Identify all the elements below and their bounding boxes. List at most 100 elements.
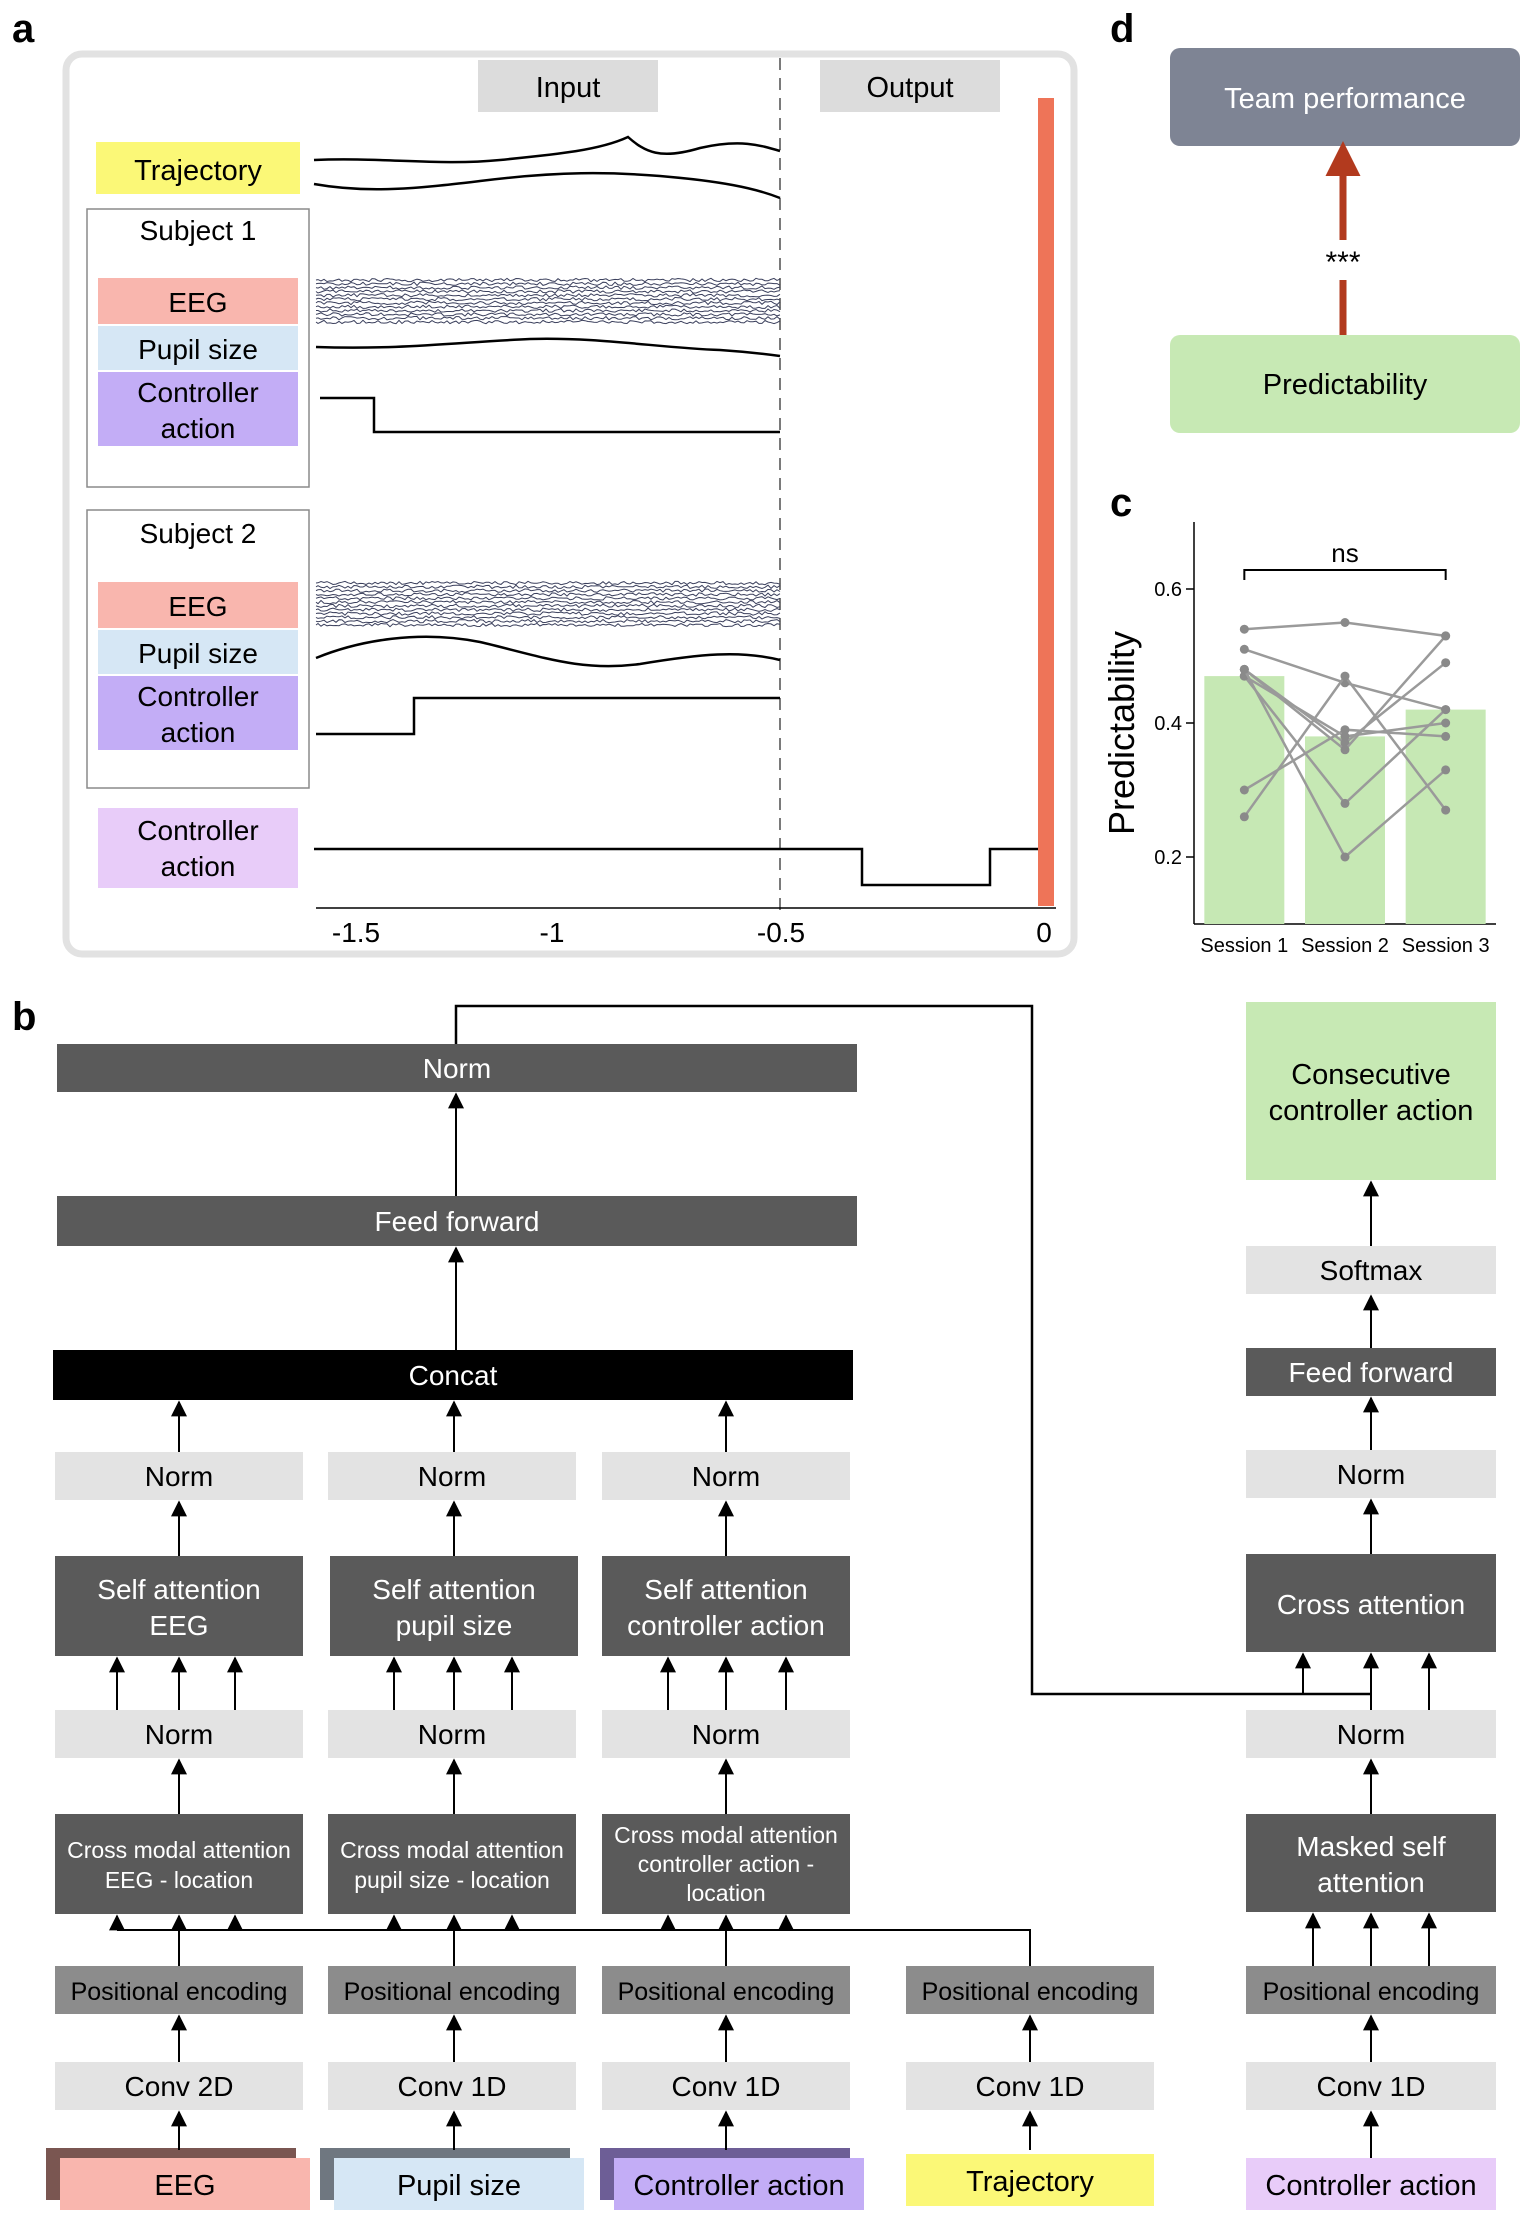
- encoder-column-pupil: Norm Self attention pupil size Norm Cros…: [320, 1452, 584, 2210]
- subject-2-pupil-signal: [315, 635, 781, 668]
- significance-label: ns: [1331, 538, 1358, 568]
- subject-point: [1239, 785, 1249, 795]
- eeg-positional-box: [55, 1966, 303, 2014]
- significance-bracket: [1243, 569, 1447, 580]
- subject-point: [1340, 671, 1350, 681]
- subject-point: [1441, 805, 1451, 815]
- pupil-input-box: [334, 2158, 584, 2210]
- decoder-norm-mid: Norm: [1337, 1719, 1405, 1750]
- panel-d: d Team performance Predictability ***: [1110, 7, 1520, 433]
- input-header-box: [478, 60, 658, 112]
- pupil-conv: Conv 1D: [398, 2071, 507, 2102]
- x-tick-label: Session 3: [1402, 935, 1490, 957]
- significance-stars: ***: [1325, 246, 1360, 279]
- eeg-channel-trace: [315, 292, 781, 298]
- trajectory-input: Trajectory: [966, 2166, 1094, 2198]
- eeg-channel-trace: [315, 289, 781, 294]
- concat-box: [53, 1350, 853, 1400]
- eeg-norm-top: Norm: [145, 1461, 213, 1492]
- subject-2-title: Subject 2: [140, 518, 257, 549]
- eeg-channel-trace: [315, 300, 781, 306]
- eeg-input-box: [60, 2158, 310, 2210]
- subject-2-controller-label-2: action: [161, 717, 236, 748]
- decoder-conv-box: [1246, 2062, 1496, 2110]
- decoder-positional-box: [1246, 1966, 1496, 2014]
- encoder-top-norm-box: [57, 1044, 857, 1092]
- subject-point: [1441, 658, 1451, 668]
- pupil-cross-modal-1: Cross modal attention: [340, 1837, 564, 1863]
- eeg-channel-trace: [315, 615, 781, 620]
- encoder-feed-forward: Feed forward: [375, 1206, 540, 1237]
- decoder-feed-forward-box: [1246, 1348, 1496, 1396]
- subject-point: [1340, 852, 1350, 862]
- eeg-channel-trace: [315, 277, 781, 283]
- pupil-positional: Positional encoding: [344, 1978, 561, 2006]
- bar-session-2: [1305, 736, 1385, 924]
- panel-label-c: c: [1110, 481, 1132, 525]
- encoder-column-trajectory: Positional encoding Conv 1D Trajectory: [906, 1966, 1154, 2206]
- decoder-output-1: Consecutive: [1291, 1059, 1451, 1091]
- decoder-positional: Positional encoding: [1263, 1978, 1480, 2006]
- team-controller-label-1: Controller: [137, 815, 258, 846]
- subject-point: [1441, 631, 1451, 641]
- subject-2-pupil-label: Pupil size: [138, 638, 258, 669]
- pupil-self-attention-box: [330, 1556, 578, 1656]
- concat-label: Concat: [409, 1360, 498, 1391]
- eeg-channel-trace: [315, 599, 781, 605]
- controller-cross-modal-box: [602, 1814, 850, 1914]
- subject-2-eeg-label-box: [98, 582, 298, 628]
- trajectory-label-box: [96, 142, 300, 194]
- panel-label-a: a: [12, 7, 35, 51]
- subject-point: [1340, 798, 1350, 808]
- decoder-feed-forward: Feed forward: [1289, 1357, 1454, 1388]
- eeg-channel-trace: [316, 308, 781, 313]
- pupil-norm-mid-box: [328, 1710, 576, 1758]
- team-performance-label: Team performance: [1224, 83, 1466, 115]
- team-controller-label-2: action: [161, 851, 236, 882]
- output-header-box: [820, 60, 1000, 112]
- time-tick-2: -0.5: [757, 917, 805, 948]
- eeg-channel-trace: [315, 285, 781, 291]
- subject-1-pupil-label: Pupil size: [138, 334, 258, 365]
- predictability-box: [1170, 335, 1520, 433]
- eeg-channel-trace: [315, 596, 781, 601]
- panel-a: a Input Output Trajectory Subject 1 EEG …: [12, 7, 1078, 958]
- decoder-output-2: controller action: [1269, 1095, 1474, 1127]
- controller-input-box: [614, 2158, 864, 2210]
- pupil-norm-mid: Norm: [418, 1719, 486, 1750]
- trajectory-positional-box: [906, 1966, 1154, 2014]
- subject-point: [1340, 725, 1350, 735]
- decoder-cross-attention-box: [1246, 1554, 1496, 1652]
- subject-1-controller-label-2: action: [161, 413, 236, 444]
- output-bar: [1038, 98, 1054, 906]
- eeg-input: EEG: [154, 2170, 215, 2202]
- eeg-self-attention-box: [55, 1556, 303, 1656]
- subject-2-pupil-label-box: [98, 630, 298, 674]
- team-performance-box: [1170, 48, 1520, 146]
- decoder-input-box: [1246, 2158, 1496, 2210]
- subject-point: [1340, 731, 1350, 741]
- eeg-channel-trace: [315, 588, 781, 593]
- eeg-self-attention-2: EEG: [149, 1610, 208, 1641]
- eeg-cross-modal-2: EEG - location: [105, 1867, 253, 1893]
- controller-self-attention-box: [602, 1556, 850, 1656]
- decoder-cross-attention: Cross attention: [1277, 1589, 1465, 1620]
- decoder-conv: Conv 1D: [1317, 2071, 1426, 2102]
- controller-norm-mid: Norm: [692, 1719, 760, 1750]
- eeg-conv: Conv 2D: [125, 2071, 234, 2102]
- controller-input: Controller action: [633, 2170, 844, 2202]
- encoder-column-controller: Norm Self attention controller action No…: [600, 1452, 864, 2210]
- trajectory-conv: Conv 1D: [976, 2071, 1085, 2102]
- trajectory-signal-2: [313, 171, 781, 200]
- eeg-channel-trace: [315, 611, 781, 616]
- eeg-channel-trace: [315, 603, 781, 609]
- encoder-top-norm: Norm: [423, 1053, 491, 1084]
- output-header: Output: [866, 72, 953, 104]
- eeg-channel-trace: [315, 584, 781, 590]
- subject-2-eeg-label: EEG: [168, 591, 227, 622]
- y-tick-label: 0.4: [1154, 713, 1182, 735]
- decoder-column: Consecutive controller action Softmax Fe…: [1246, 1002, 1496, 2210]
- subject-point: [1239, 664, 1249, 674]
- controller-self-attention-1: Self attention: [644, 1574, 807, 1605]
